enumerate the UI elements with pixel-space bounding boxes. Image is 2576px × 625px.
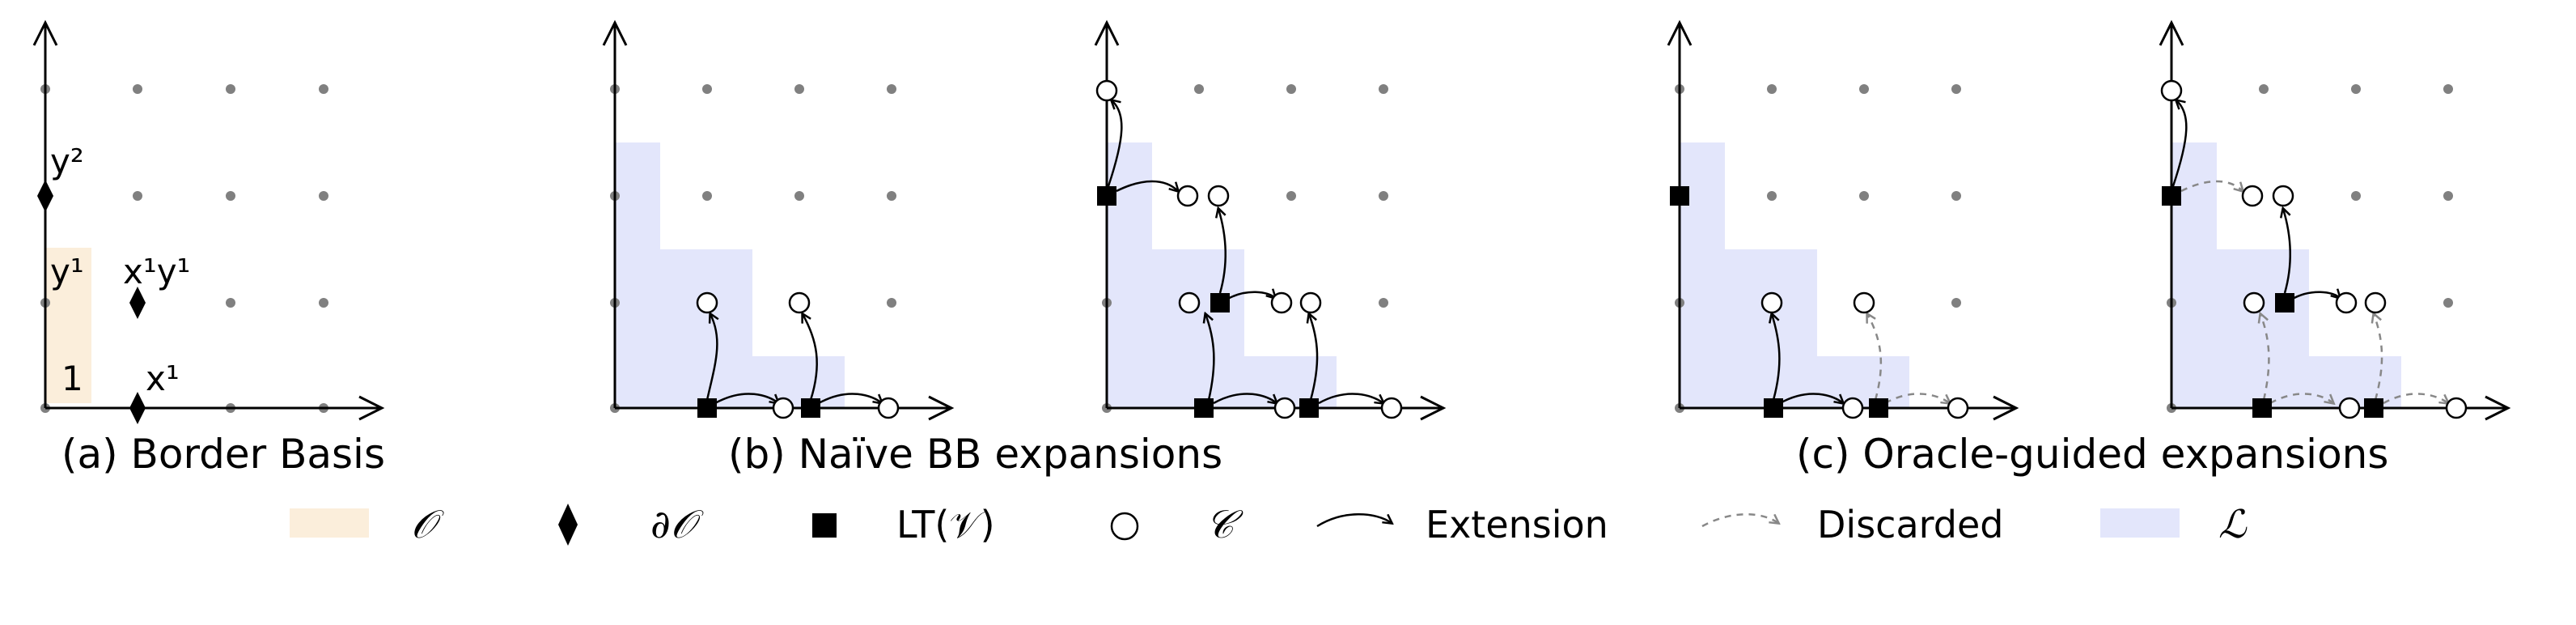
- panel-a-border-basis: y² y¹ x¹y¹ x¹ 1 (a) Border Basis: [32, 19, 385, 478]
- discarded-arrows: [2180, 180, 2448, 403]
- legend-leading-term-square: [812, 513, 837, 538]
- legend-lattice-swatch: [2100, 508, 2180, 538]
- legend-border-diamond: [558, 504, 578, 546]
- leading-term-square: [1670, 186, 1689, 206]
- extension-arrows: [2171, 100, 2340, 301]
- lattice-region: [2171, 142, 2401, 408]
- order-ideal-region: [45, 248, 91, 403]
- legend-discarded-arrow: [1701, 513, 1778, 528]
- panel-c1: [1667, 19, 2019, 421]
- grid-dots: [1675, 84, 1961, 413]
- panel-b1: [602, 19, 955, 421]
- border-diamond-y2: [37, 180, 53, 212]
- grid-dots: [2167, 84, 2453, 413]
- border-diamond-x1: [129, 392, 146, 424]
- extension-arrows: [705, 314, 882, 403]
- lattice-region: [1680, 142, 1909, 408]
- label-x1: x¹: [146, 359, 180, 398]
- panel-b2: [1094, 19, 1447, 421]
- legend-extension-label: Extension: [1426, 503, 1608, 546]
- leading-term-square: [1299, 398, 1319, 418]
- leading-term-square: [2275, 293, 2294, 312]
- extension-arrows: [1772, 314, 1843, 403]
- label-x1y1: x¹y¹: [123, 252, 190, 291]
- legend-candidates-symbol: 𝒞: [1205, 502, 1244, 547]
- legend-discarded-label: Discarded: [1817, 503, 2003, 546]
- label-one: 1: [61, 359, 83, 398]
- leading-term-square: [697, 398, 717, 418]
- label-y1: y¹: [50, 252, 84, 291]
- label-y2: y²: [50, 142, 84, 181]
- legend: 𝒪 ∂𝒪 LT(𝒱) 𝒞 Extension Discarded ℒ: [290, 502, 2248, 547]
- leading-term-square: [2252, 398, 2272, 418]
- caption-a: (a) Border Basis: [61, 431, 385, 478]
- candidate-circles: [1760, 291, 1969, 419]
- border-diamond-x1y1: [129, 287, 146, 319]
- extension-arrows: [1107, 100, 1383, 403]
- lattice-region: [615, 142, 845, 408]
- leading-term-square: [1764, 398, 1783, 418]
- legend-order-ideal-symbol: 𝒪: [411, 502, 444, 547]
- leading-term-square: [1210, 293, 1230, 312]
- legend-order-ideal-swatch: [290, 508, 369, 538]
- legend-border-symbol: ∂𝒪: [650, 502, 704, 547]
- leading-term-square: [2162, 186, 2181, 206]
- leading-term-square: [801, 398, 820, 418]
- leading-term-square: [1097, 186, 1116, 206]
- leading-term-square: [1869, 398, 1888, 418]
- lattice-region: [1107, 142, 1337, 408]
- legend-candidate-circle: [1110, 512, 1139, 541]
- legend-extension-arrow: [1316, 513, 1392, 528]
- legend-lattice-symbol: ℒ: [2218, 502, 2248, 547]
- panel-c2: [2159, 19, 2511, 421]
- legend-leading-terms-label: LT(𝒱): [896, 503, 995, 546]
- candidate-circles: [1095, 79, 1403, 419]
- leading-term-square: [1194, 398, 1214, 418]
- grid-dots: [40, 84, 328, 413]
- discarded-arrows: [1867, 314, 1950, 403]
- candidate-circles: [696, 291, 900, 419]
- caption-b: (b) Naïve BB expansions: [728, 431, 1222, 478]
- caption-c: (c) Oracle-guided expansions: [1796, 431, 2388, 478]
- candidate-circles: [2160, 79, 2468, 419]
- leading-term-square: [2364, 398, 2383, 418]
